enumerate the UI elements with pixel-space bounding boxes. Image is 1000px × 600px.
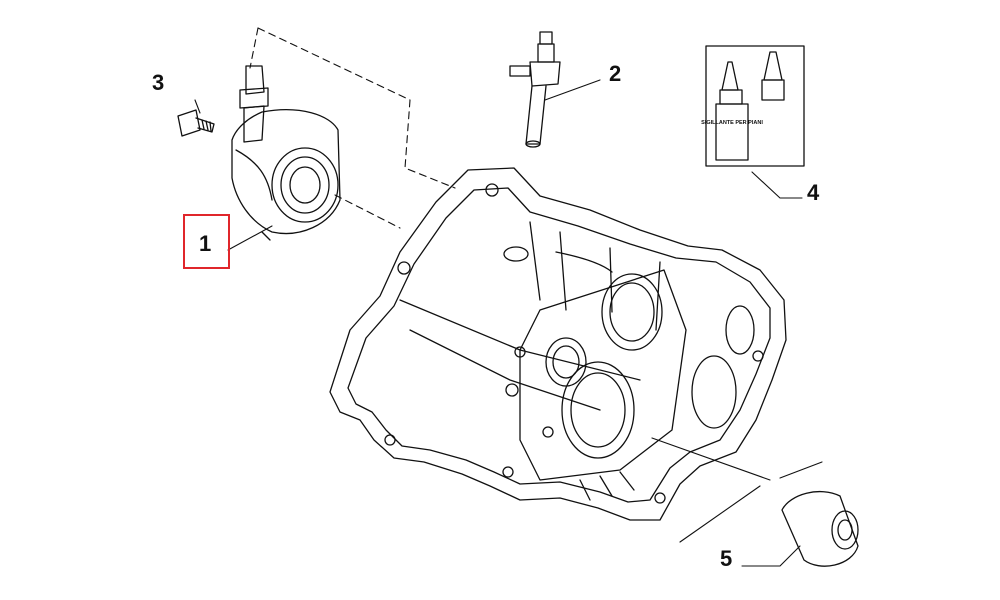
callout-3: 3: [152, 70, 165, 95]
assembly-guide-lines: [249, 27, 456, 229]
callout-1: 1: [199, 231, 212, 256]
leader-lines: [194, 79, 823, 567]
callout-1-highlight-box: 1: [183, 214, 230, 269]
sealant-tube-part: [705, 45, 805, 167]
speed-sensor-part: [509, 31, 561, 148]
release-bearing-part: [231, 65, 341, 241]
tube-label-text: SIGILLANTE PER PIANI: [701, 120, 763, 126]
gearbox-housing: [329, 167, 787, 521]
callout-2: 2: [609, 61, 622, 86]
callout-4: 4: [807, 180, 820, 205]
bolt-part: [177, 109, 215, 137]
oil-filter-part: [781, 490, 859, 567]
callout-5: 5: [720, 546, 733, 571]
